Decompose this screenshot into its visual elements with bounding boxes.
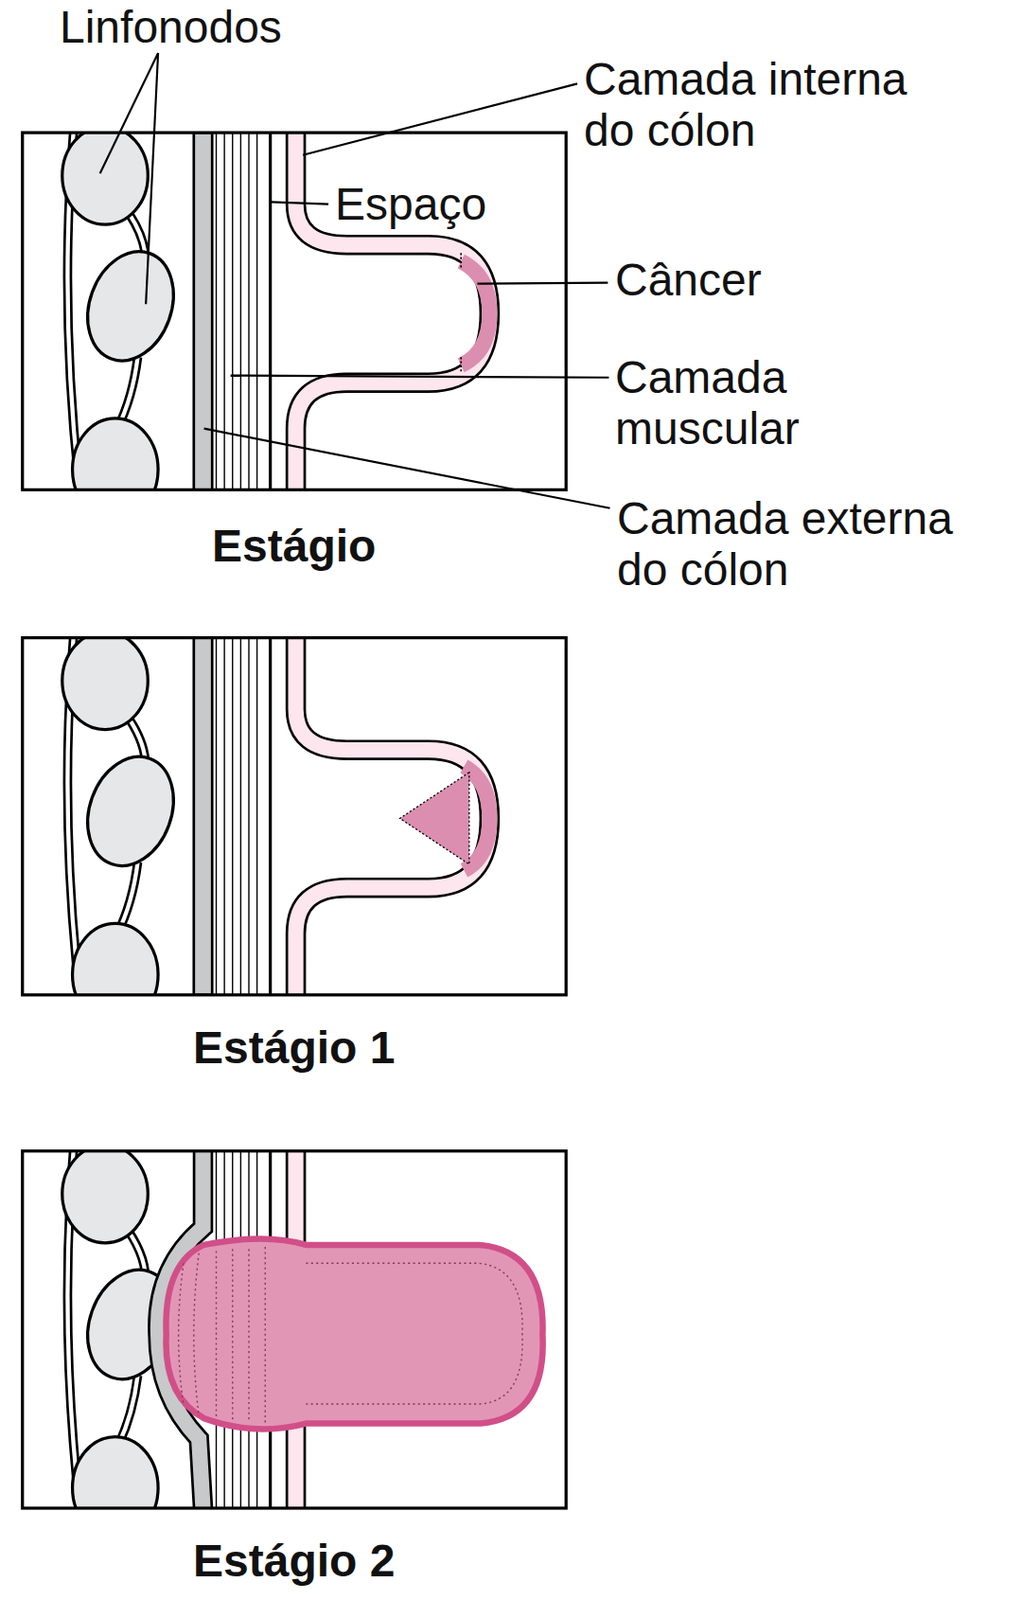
part-label: Linfonodos xyxy=(59,1,282,53)
part-label: Camada interna do cólon xyxy=(583,53,939,157)
part-label: Camada externa do cólon xyxy=(616,493,1010,596)
part-label: Espaço xyxy=(334,178,487,230)
part-label: Câncer xyxy=(615,254,762,306)
stage-label: Estágio 2 xyxy=(193,1534,395,1586)
stage-label: Estágio 1 xyxy=(193,1022,395,1074)
part-label: Camada muscular xyxy=(615,352,899,455)
stage-label: Estágio xyxy=(211,520,376,572)
leader-lines xyxy=(100,52,611,509)
